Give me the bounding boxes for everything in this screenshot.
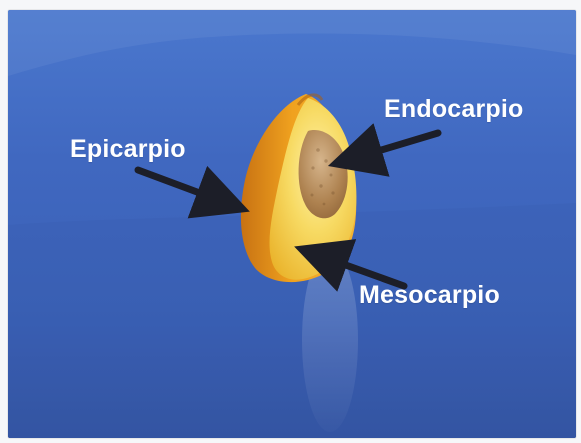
label-epicarpio: Epicarpio <box>70 137 186 162</box>
label-mesocarpio: Mesocarpio <box>359 283 500 308</box>
fruit-illustration <box>8 10 576 438</box>
label-endocarpio: Endocarpio <box>384 97 524 122</box>
fruit-photo: Endocarpio Epicarpio Mesocarpio <box>8 10 576 438</box>
